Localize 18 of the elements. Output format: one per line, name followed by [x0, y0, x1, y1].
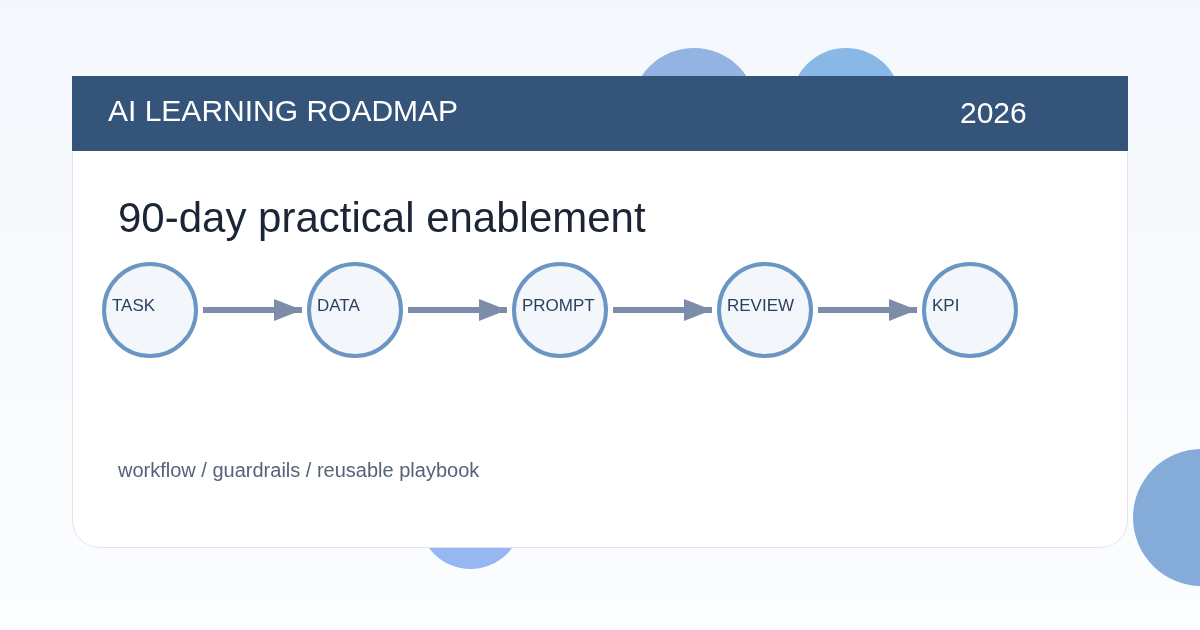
- arrow: [818, 299, 917, 321]
- step-circle: [512, 262, 608, 358]
- step-label: PROMPT: [522, 296, 595, 316]
- header-title: AI LEARNING ROADMAP: [108, 94, 459, 128]
- step-circle: [307, 262, 403, 358]
- tagline: workflow / guardrails / reusable playbook: [118, 458, 480, 482]
- step-circle: [717, 262, 813, 358]
- step-circle: [102, 262, 198, 358]
- step-circle: [922, 262, 1018, 358]
- arrow: [408, 299, 507, 321]
- step-label: DATA: [317, 296, 360, 316]
- arrow: [613, 299, 712, 321]
- section-heading: 90-day practical enablement: [118, 194, 646, 242]
- arrow: [203, 299, 302, 321]
- step-label: REVIEW: [727, 296, 795, 316]
- step-label: KPI: [932, 296, 960, 316]
- step-label: TASK: [112, 296, 156, 316]
- year-label: 2026: [960, 96, 1027, 130]
